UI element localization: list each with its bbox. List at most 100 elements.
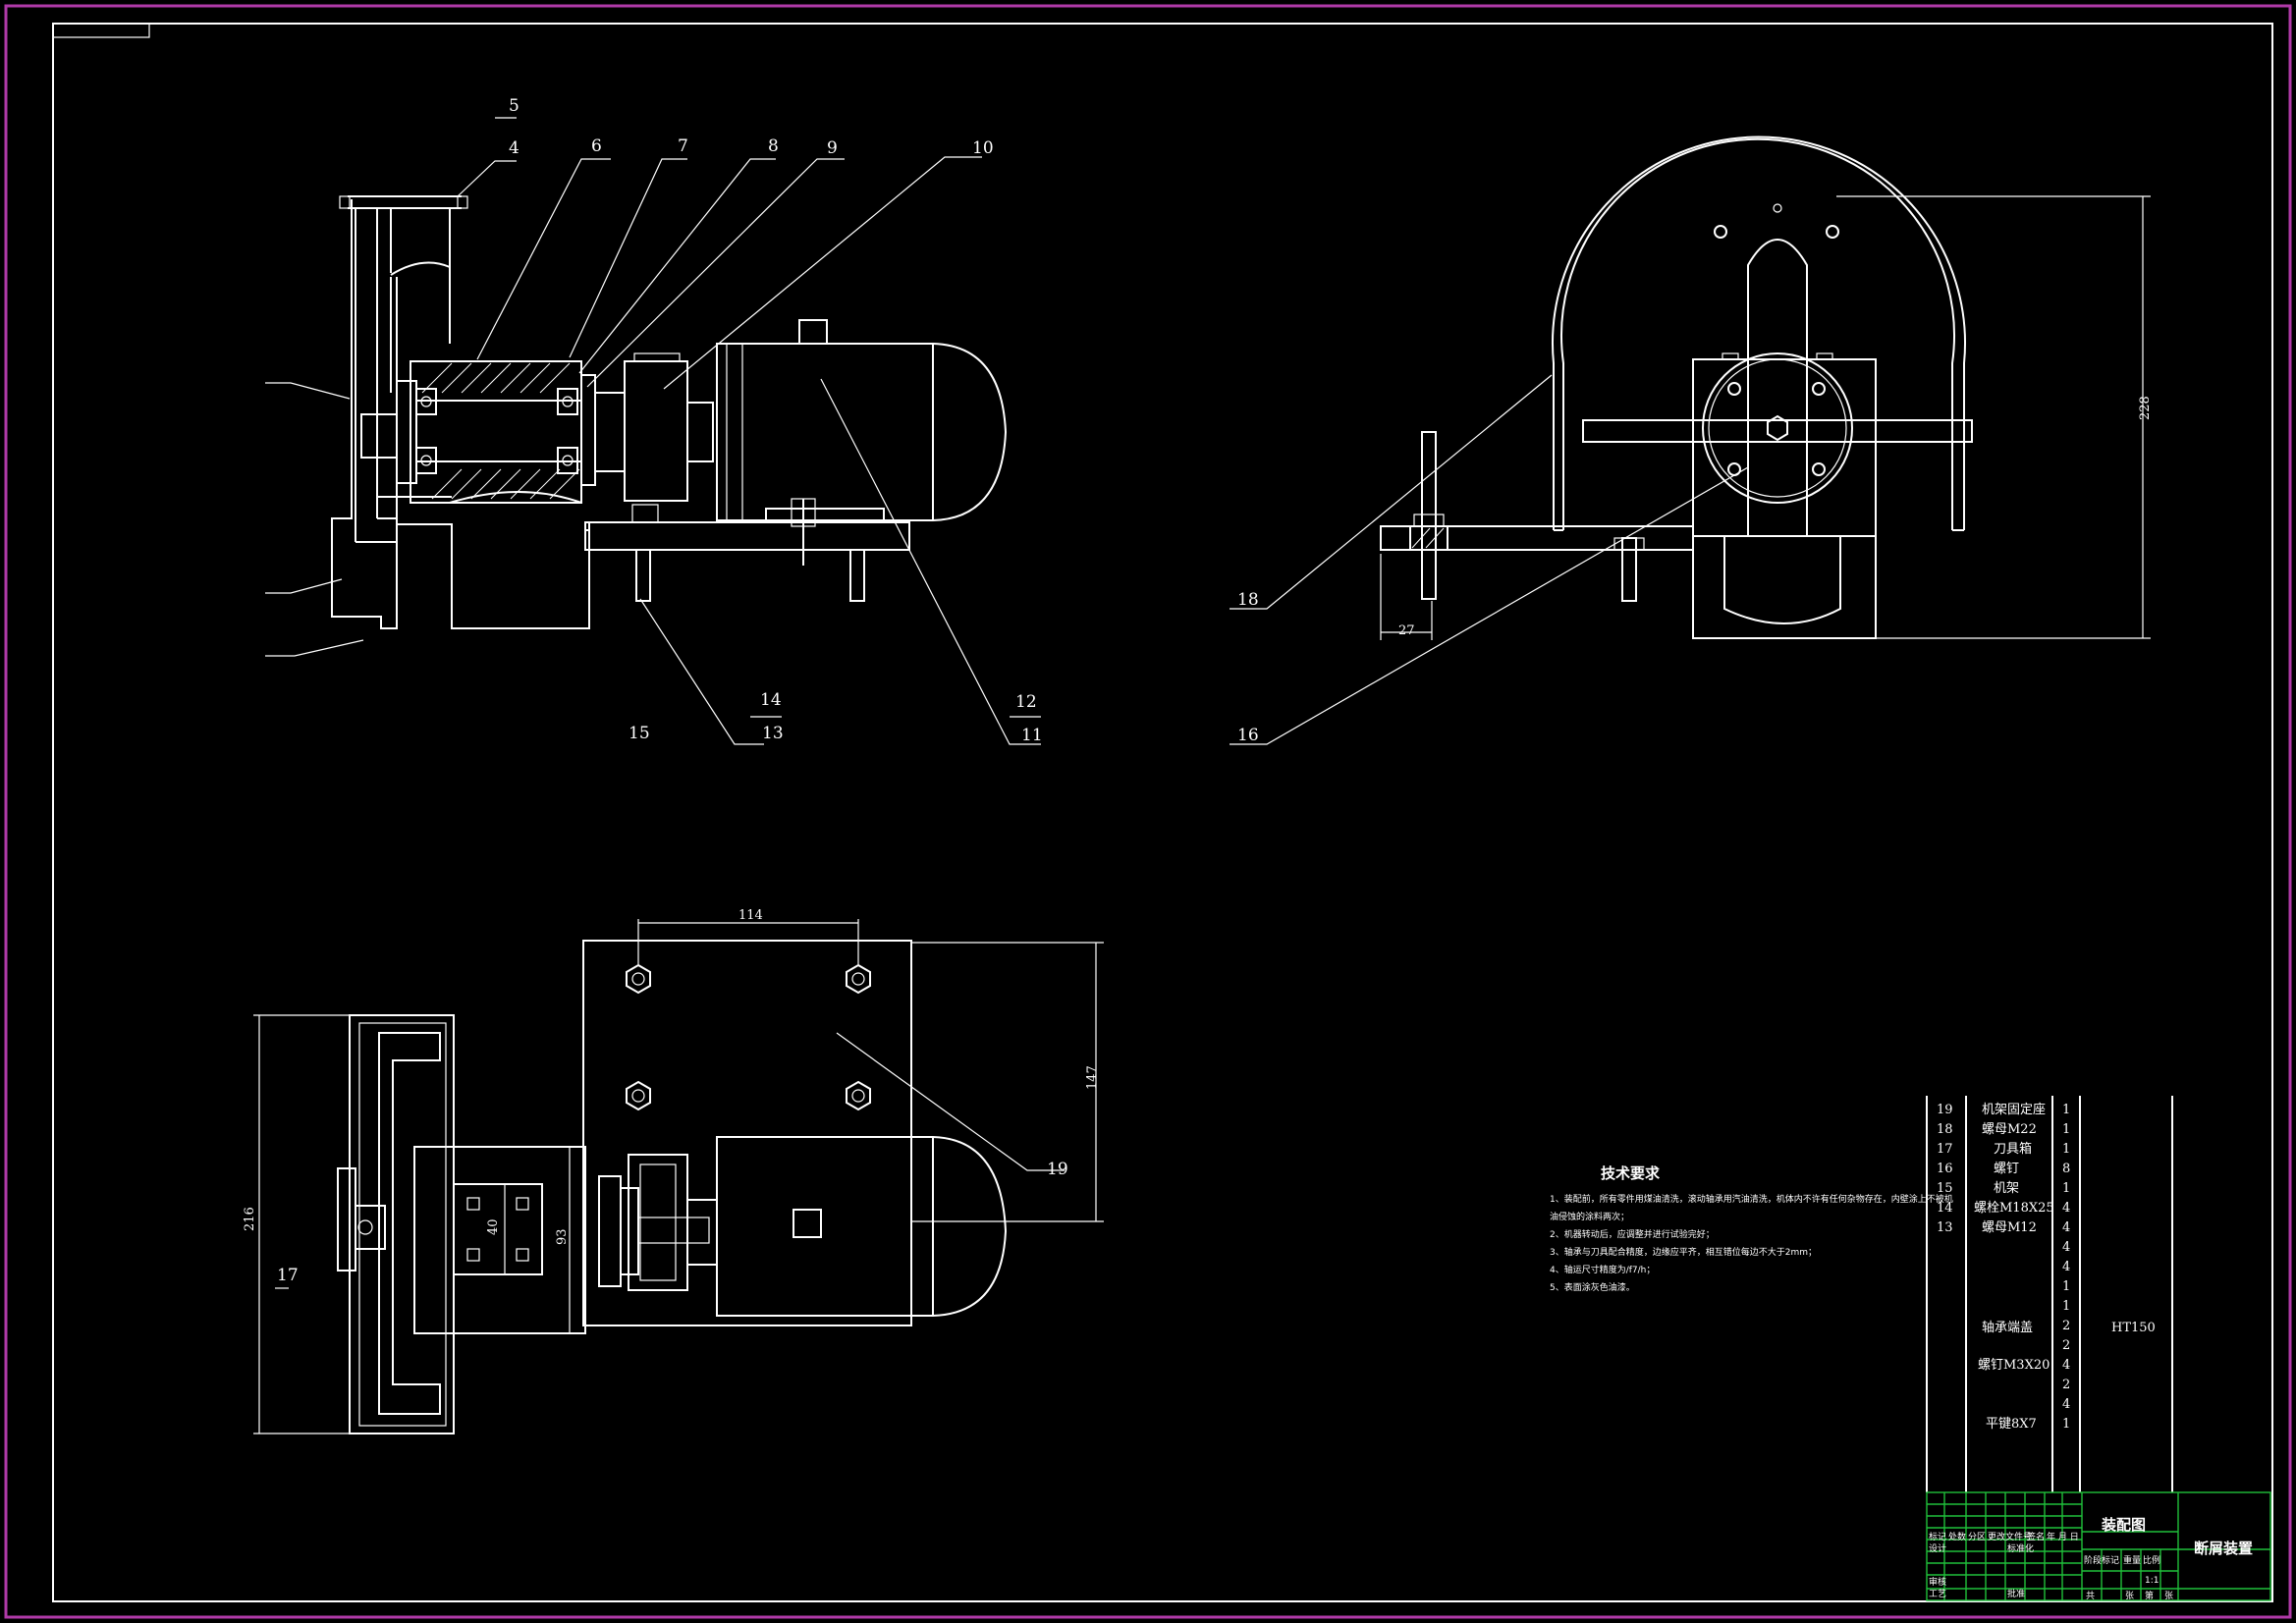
tech-heading: 技术要求 xyxy=(1601,1164,1661,1182)
tech-item-1: 1、装配前，所有零件用煤油清洗，滚动轴承用汽油清洗，机体内不许有任何杂物存在，内… xyxy=(1550,1193,1953,1205)
part-name-18: 螺母M22 xyxy=(1982,1122,2037,1137)
extra-name-bearing-cover: 轴承端盖 xyxy=(1982,1321,2033,1335)
part-name-15: 机架 xyxy=(1994,1181,2019,1196)
extra-qty-4: 1 xyxy=(2062,1299,2070,1314)
dim-114: 114 xyxy=(738,908,763,923)
tb-label-count: 处数 xyxy=(1948,1531,1966,1542)
extra-qty-9: 4 xyxy=(2062,1397,2070,1412)
dim-228: 228 xyxy=(2138,396,2153,420)
title-block: 装配图 断屑装置 标记 处数 分区 更改文件号 签名 年 月 日 设计 标准化 … xyxy=(1926,1491,2271,1601)
part-qty-14: 4 xyxy=(2062,1201,2070,1216)
part-no-19: 19 xyxy=(1937,1103,1953,1117)
part-qty-17: 1 xyxy=(2062,1142,2070,1157)
tb-label-approve: 批准 xyxy=(2007,1588,2025,1599)
leader-8: 8 xyxy=(768,136,779,156)
dim-27: 27 xyxy=(1398,623,1415,638)
tb-label-no: 第 xyxy=(2145,1590,2154,1601)
part-name-19: 机架固定座 xyxy=(1982,1103,2046,1117)
dim-216: 216 xyxy=(243,1207,257,1231)
base-bolts xyxy=(626,963,871,1111)
corner-tag xyxy=(52,23,150,38)
tb-label-review: 审核 xyxy=(1929,1576,1946,1588)
tb-label-change: 更改文件号 xyxy=(1988,1531,2032,1542)
leader-16: 16 xyxy=(1237,726,1259,745)
top-view-dimensions xyxy=(253,919,1104,1434)
tb-label-process: 工艺 xyxy=(1929,1589,1946,1599)
tb-label-design: 设计 xyxy=(1929,1542,1946,1554)
tb-label-standard: 标准化 xyxy=(2007,1542,2034,1554)
part-no-18: 18 xyxy=(1937,1122,1953,1137)
part-name-17: 刀具箱 xyxy=(1994,1141,2032,1157)
part-qty-13: 4 xyxy=(2062,1220,2070,1235)
part-no-13: 13 xyxy=(1937,1220,1953,1235)
drawing-name: 断屑装置 xyxy=(2194,1540,2253,1557)
tech-item-3: 3、轴承与刀具配合精度，边缘应平齐，相互错位每边不大于2mm； xyxy=(1550,1246,1817,1258)
part-no-14: 14 xyxy=(1937,1201,1953,1216)
part-no-15: 15 xyxy=(1937,1181,1953,1196)
tech-item-4: 4、轴运尺寸精度为/f7/h； xyxy=(1550,1264,1655,1275)
extra-name-key: 平键8X7 xyxy=(1986,1417,2037,1432)
extra-qty-5: 2 xyxy=(2062,1319,2070,1333)
extra-qty-2: 4 xyxy=(2062,1260,2070,1274)
tb-label-sheet: 张 xyxy=(2164,1591,2173,1601)
tech-requirements: 技术要求 1、装配前，所有零件用煤油清洗，滚动轴承用汽油清洗，机体内不许有任何杂… xyxy=(1550,1164,1953,1293)
part-qty-19: 1 xyxy=(2062,1103,2070,1117)
tb-label-sign: 签名 xyxy=(2027,1531,2045,1542)
leader-7: 7 xyxy=(678,136,688,156)
tb-label-total: 共 xyxy=(2086,1591,2095,1601)
dim-40: 40 xyxy=(486,1218,501,1235)
extra-name-screw: 螺钉M3X20 xyxy=(1978,1358,2050,1373)
leader-10: 10 xyxy=(972,138,994,158)
extra-qty-1: 4 xyxy=(2062,1240,2070,1255)
tb-label-sheets: 张 xyxy=(2125,1591,2134,1601)
front-section-view xyxy=(331,195,1008,629)
tb-label-mark: 标记 xyxy=(1929,1531,1946,1542)
extra-qty-3: 1 xyxy=(2062,1279,2070,1294)
extra-qty-7: 4 xyxy=(2062,1358,2070,1373)
leader-5: 5 xyxy=(509,96,519,116)
extra-qty-10: 1 xyxy=(2062,1417,2070,1432)
leader-17: 18 xyxy=(1237,590,1259,610)
dim-93: 93 xyxy=(555,1228,570,1245)
front-view-leader-labels: 5 4 6 7 8 9 10 12 11 14 13 15 xyxy=(509,96,1043,745)
part-name-14: 螺栓M18X25 xyxy=(1974,1201,2054,1216)
top-view xyxy=(337,940,1008,1434)
leader-14: 14 xyxy=(760,690,782,710)
extra-qty-6: 2 xyxy=(2062,1338,2070,1353)
tb-label-weight: 重量 xyxy=(2123,1554,2141,1566)
part-name-16: 螺钉 xyxy=(1994,1162,2019,1176)
side-view-dimensions xyxy=(1230,195,2151,745)
outer-border xyxy=(4,4,2292,1619)
dim-147: 147 xyxy=(1085,1065,1100,1090)
extra-qty-8: 2 xyxy=(2062,1378,2070,1392)
leader-13: 13 xyxy=(762,724,784,743)
part-qty-18: 1 xyxy=(2062,1122,2070,1137)
part-no-17: 17 xyxy=(1937,1142,1953,1157)
tb-label-zone: 分区 xyxy=(1968,1532,1986,1542)
leader-9: 9 xyxy=(827,138,838,158)
tb-label-date: 年 月 日 xyxy=(2047,1531,2079,1542)
tb-label-scale: 比例 xyxy=(2143,1554,2160,1566)
drawing-title: 装配图 xyxy=(2101,1516,2146,1534)
leader-11: 11 xyxy=(1021,726,1043,745)
material-ht150: HT150 xyxy=(2111,1321,2156,1335)
leader-12: 12 xyxy=(1015,692,1037,712)
leader-4: 4 xyxy=(509,138,519,158)
tech-item-5: 5、表面涂灰色油漆。 xyxy=(1550,1281,1635,1293)
leader-19: 19 xyxy=(1047,1160,1068,1179)
part-qty-16: 8 xyxy=(2062,1162,2070,1176)
parts-list: 19 机架固定座 1 18 螺母M22 1 17 刀具箱 1 16 螺钉 8 1… xyxy=(1926,1096,2173,1492)
tech-item-1b: 油侵蚀的涂料两次； xyxy=(1550,1211,1629,1222)
part-no-16: 16 xyxy=(1937,1162,1953,1176)
tb-label-stage: 阶段标记 xyxy=(2084,1554,2119,1566)
leader-15: 15 xyxy=(629,724,650,743)
leader-6: 6 xyxy=(591,136,602,156)
frame-border xyxy=(52,23,2273,1602)
part-name-13: 螺母M12 xyxy=(1982,1220,2037,1235)
tech-item-2: 2、机器转动后，应调整并进行试验完好； xyxy=(1550,1228,1715,1240)
leader-18: 17 xyxy=(277,1266,299,1285)
part-qty-15: 1 xyxy=(2062,1181,2070,1196)
front-view-leaders xyxy=(265,117,1041,745)
side-view xyxy=(1380,135,1973,639)
